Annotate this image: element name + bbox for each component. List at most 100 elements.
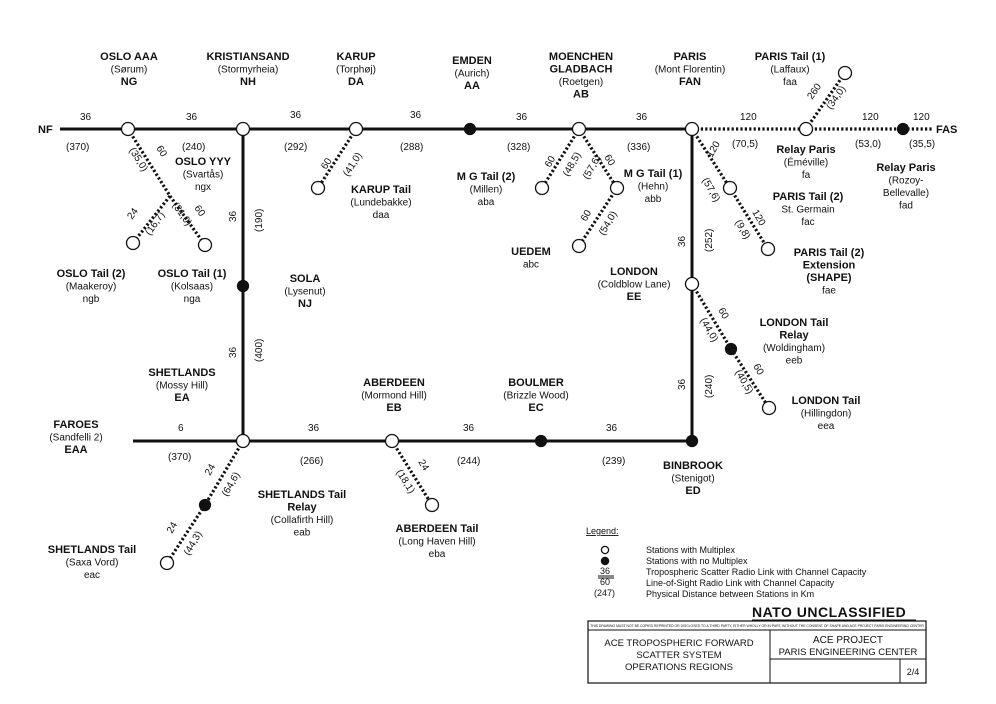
node-emden (463, 122, 477, 136)
station-location: (Long Haven Hill) (398, 537, 475, 548)
station-code: daa (373, 210, 390, 221)
fas-terminal-label: FAS (936, 124, 957, 136)
page-number: 2/4 (907, 667, 920, 677)
station-label-mg-tail1: M G Tail (1)(Hehn)abb (624, 168, 683, 205)
station-label-aberdeen-tail: ABERDEEN Tail(Long Haven Hill)eba (396, 523, 479, 560)
station-label-emden: EMDEN(Aurich)AA (452, 55, 492, 92)
link-london-relay (690, 283, 733, 350)
station-name: ABERDEEN Tail (396, 523, 479, 535)
station-label-mg-tail2: M G Tail (2)(Millen)aba (457, 171, 516, 208)
capacity-label: 260 (805, 81, 824, 101)
legend-distance-text: Physical Distance between Stations in Km (646, 589, 814, 599)
station-location: (Mont Florentin) (655, 65, 726, 76)
station-name: FAROES (53, 419, 98, 431)
link-mg-tail1 (577, 128, 619, 189)
station-name: (SHAPE) (806, 272, 852, 284)
station-code: eea (818, 421, 835, 432)
capacity-label: 120 (705, 139, 723, 159)
station-name: OSLO AAA (100, 51, 158, 63)
legend-multiplex-symbol (600, 545, 610, 555)
legend-distance-key: (247) (594, 588, 615, 598)
station-label-paris: PARIS(Mont Florentin)FAN (655, 51, 726, 88)
station-name: Relay Paris (776, 144, 835, 156)
station-name: Extension (803, 260, 856, 272)
station-label-relay-paris: Relay Paris(Éméville)fa (776, 144, 835, 181)
distance-label: (57,6) (581, 153, 604, 181)
node-paris-tail2-ext (760, 241, 776, 257)
title-right-line-1: ACE PROJECT (813, 635, 883, 646)
link-shetlands-relay-tail (165, 504, 207, 564)
capacity-label: 36 (516, 112, 528, 123)
station-location: (Sandfelli 2) (49, 433, 102, 444)
station-location: (Woldingham) (763, 343, 825, 354)
station-label-oslo-tail1: OSLO Tail (1)(Kolsaas)nga (158, 268, 227, 305)
nodes (120, 65, 910, 571)
node-moenchen (571, 121, 587, 137)
capacity-label: 36 (636, 112, 648, 123)
capacity-label: 36 (410, 110, 422, 121)
tropo-links (60, 127, 694, 443)
capacity-label: 24 (203, 462, 218, 478)
station-location: (Torphøj) (336, 65, 376, 76)
distance-label: (44,0) (697, 316, 720, 344)
station-label-london: LONDON(Coldblow Lane)EE (598, 266, 671, 303)
station-name: PARIS Tail (1) (755, 51, 826, 63)
station-label-boulmer: BOULMER(Brizzle Wood)EC (503, 377, 568, 414)
node-relay-paris (798, 121, 814, 137)
distance-label: (40,5) (732, 368, 755, 396)
capacity-label: 120 (913, 112, 930, 123)
distance-label: (400) (254, 339, 265, 362)
station-label-faroes: FAROES(Sandfelli 2)EAA (49, 419, 102, 456)
link-paris-paris-tail2 (690, 128, 732, 189)
distance-label: (57,6) (699, 176, 722, 204)
station-name: PARIS Tail (2) (794, 247, 865, 259)
legend-no-multiplex-symbol (600, 556, 610, 566)
node-oslo-aaa (120, 121, 136, 137)
title-left-line-3: OPERATIONS REGIONS (625, 662, 733, 673)
station-code: fa (802, 170, 811, 181)
station-location: (Millen) (470, 185, 503, 196)
station-location: (Rozoy- (888, 176, 923, 187)
legend-los-key: 60 (600, 577, 610, 587)
station-location: (Brizzle Wood) (503, 391, 568, 402)
capacity-label: 120 (862, 112, 879, 123)
station-label-shetlands: SHETLANDS(Mossy Hill)EA (148, 367, 215, 404)
station-label-aberdeen: ABERDEEN(Mormond Hill)EB (361, 377, 427, 414)
distance-label: (44,3) (182, 529, 205, 557)
station-code: faa (783, 77, 797, 88)
station-label-oslo-yyy: OSLO YYY(Svartås)ngx (175, 156, 232, 193)
station-location: Bellevalle) (883, 188, 929, 199)
station-label-karup: KARUP(Torphøj)DA (336, 51, 376, 88)
station-label-oslo-aaa: OSLO AAA(Sørum)NG (100, 51, 158, 88)
distance-label: (370) (168, 452, 191, 463)
node-mg-tail2 (534, 180, 550, 196)
title-block-frame (587, 620, 927, 684)
distance-label: (239) (602, 456, 625, 467)
los-links (126, 72, 933, 564)
capacity-label: 60 (543, 154, 558, 170)
distance-label: (244) (457, 456, 480, 467)
station-code: aba (478, 197, 495, 208)
node-kristiansand (235, 121, 251, 137)
station-name: LONDON (610, 266, 658, 278)
station-name: SOLA (290, 273, 321, 285)
capacity-label: 24 (125, 206, 141, 222)
station-code: ngx (195, 182, 211, 193)
station-labels: OSLO AAA(Sørum)NGKRISTIANSAND(Stormyrhei… (48, 51, 936, 581)
node-shetlands-tail-relay (198, 498, 212, 512)
station-name: EMDEN (452, 55, 492, 67)
station-name: OSLO YYY (175, 156, 232, 168)
distance-label: (31,0) (170, 200, 194, 228)
distance-label: (41,0) (341, 151, 364, 179)
station-location: (Coldblow Lane) (598, 280, 671, 291)
station-name: SHETLANDS (148, 367, 215, 379)
station-code: ED (685, 485, 700, 497)
station-name: LONDON Tail (760, 317, 829, 329)
distance-label: (288) (400, 142, 423, 153)
station-location: (Saxa Vord) (66, 558, 119, 569)
station-label-paris-tail2ext: PARIS Tail (2)Extension(SHAPE)fae (794, 247, 865, 297)
node-paris-tail2 (722, 180, 738, 196)
capacity-label: 36 (308, 423, 320, 434)
node-oslo-tail2 (125, 235, 141, 251)
